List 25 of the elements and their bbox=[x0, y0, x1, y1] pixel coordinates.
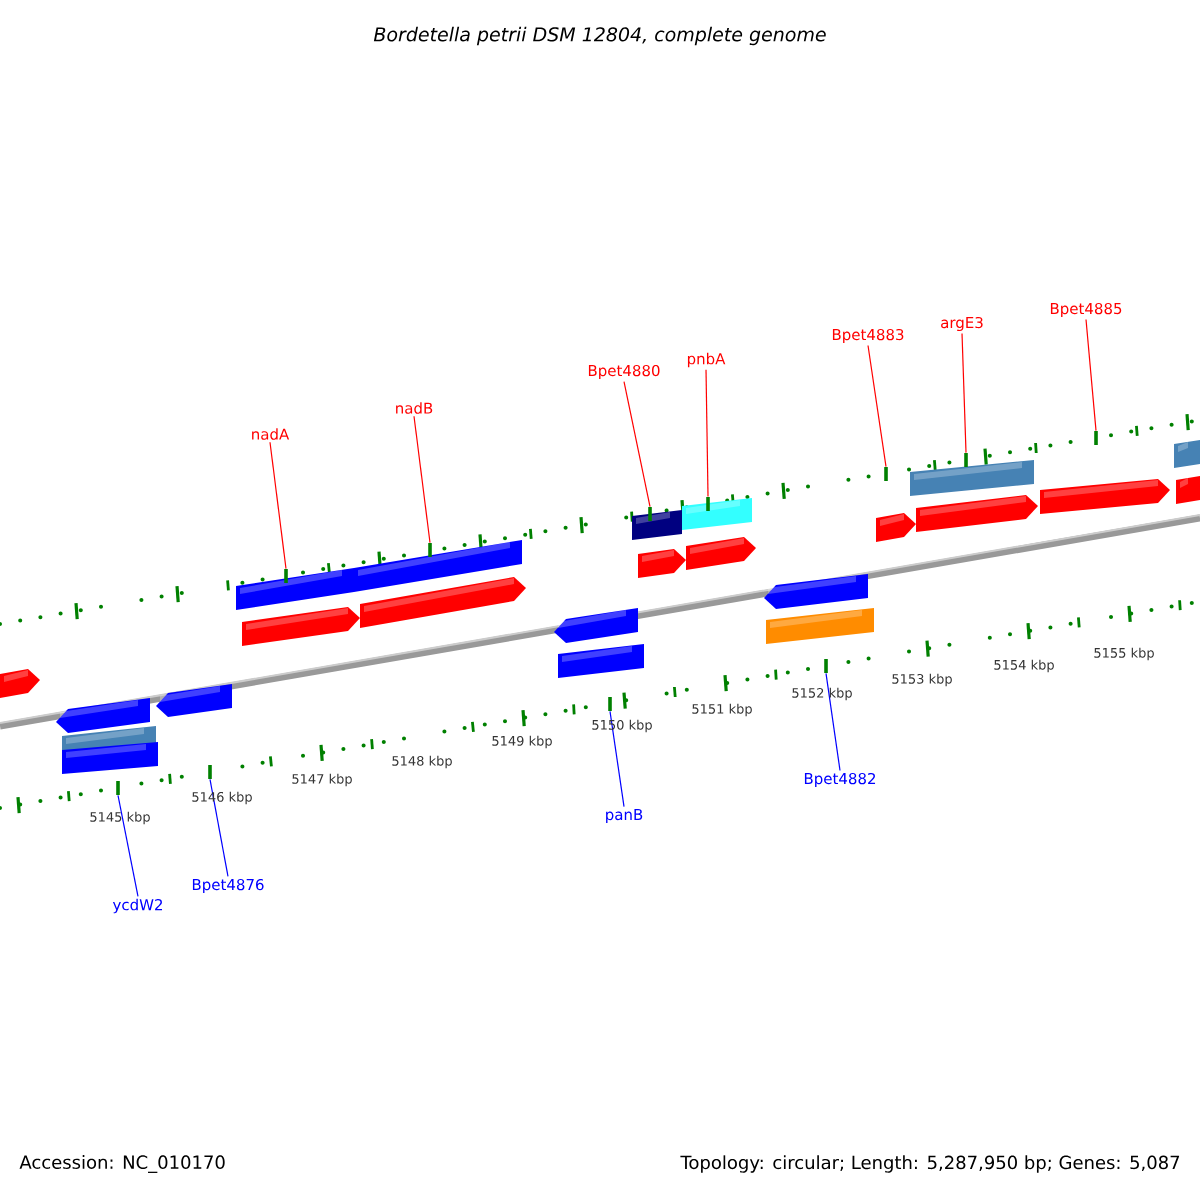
tick-mark bbox=[428, 543, 432, 557]
tick-mark bbox=[884, 467, 888, 481]
leader-line bbox=[209, 778, 229, 878]
leader-line bbox=[117, 794, 139, 897]
tick-mark bbox=[824, 659, 828, 673]
leader-line bbox=[867, 344, 887, 468]
genome-summary-text: Topology: circular; Length: 5,287,950 bp; Genes: 5,087 bbox=[680, 1155, 1180, 1173]
tick-mark bbox=[608, 697, 612, 711]
leader-line bbox=[961, 332, 967, 454]
leader-line bbox=[825, 672, 841, 772]
leader-line bbox=[609, 710, 625, 808]
tick-mark bbox=[116, 781, 120, 795]
tick-mark bbox=[964, 453, 968, 467]
leader-line bbox=[623, 380, 651, 508]
tick-mark bbox=[284, 569, 288, 583]
tick-mark bbox=[648, 507, 652, 521]
title: Bordetella petrii DSM 12804, complete genome bbox=[373, 26, 826, 46]
accession-text: Accession: NC_010170 bbox=[19, 1155, 225, 1173]
tick-mark bbox=[706, 497, 710, 511]
tick-mark bbox=[1094, 431, 1098, 445]
leader-line bbox=[269, 441, 287, 570]
leader-line bbox=[705, 369, 709, 498]
tick-mark bbox=[208, 765, 212, 779]
leader-line bbox=[413, 415, 431, 544]
leader-line bbox=[1085, 318, 1097, 432]
